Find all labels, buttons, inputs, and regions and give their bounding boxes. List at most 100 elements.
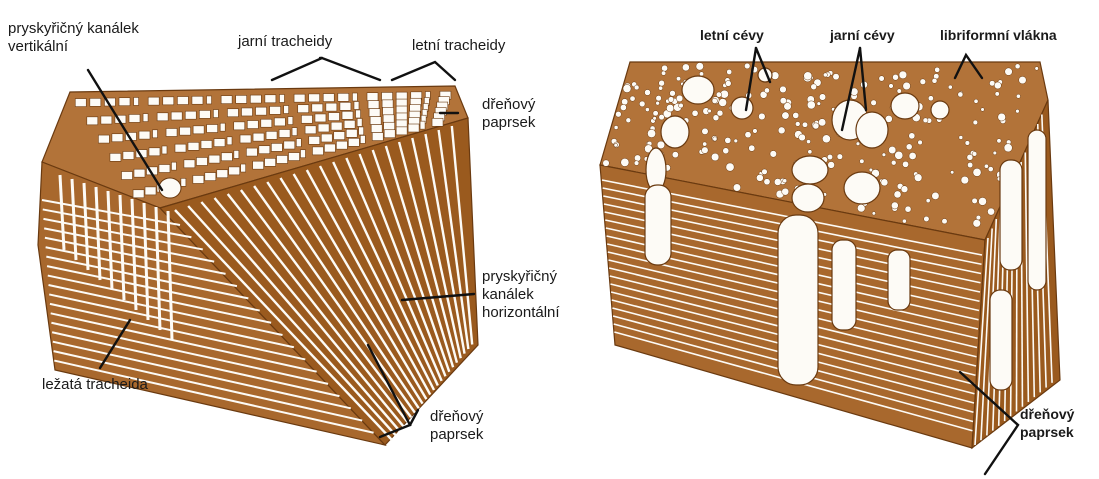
- tracheid-cell: [171, 162, 176, 170]
- tracheid-cell: [279, 94, 284, 102]
- fiber-pore: [817, 102, 821, 106]
- tracheid-cell: [274, 118, 285, 126]
- tracheid-cell: [181, 178, 186, 186]
- fiber-pore: [676, 95, 683, 102]
- tracheid-cell: [326, 103, 337, 111]
- fiber-pore: [818, 119, 825, 126]
- fiber-pore: [891, 160, 896, 165]
- label-earlywood-tracheids: jarní tracheidy: [238, 33, 332, 51]
- tracheid-cell: [157, 113, 168, 121]
- fiber-pore: [621, 158, 629, 166]
- fiber-pore: [959, 136, 963, 140]
- fiber-pore: [828, 161, 835, 168]
- fiber-pore: [725, 81, 731, 87]
- tracheid-cell: [383, 115, 394, 123]
- tracheid-cell: [321, 134, 332, 142]
- tracheid-cell: [270, 106, 281, 114]
- fiber-pore: [932, 78, 937, 83]
- tracheid-cell: [201, 140, 212, 148]
- fiber-pore: [758, 113, 765, 120]
- tracheid-cell: [229, 167, 240, 175]
- tracheid-cell: [256, 107, 267, 115]
- fiber-pore: [676, 76, 680, 80]
- fiber-pore: [974, 99, 978, 103]
- tracheid-cell: [134, 169, 145, 177]
- tracheid-cell: [336, 141, 347, 149]
- tracheid-cell: [148, 97, 159, 105]
- tracheid-cell: [221, 96, 232, 104]
- fiber-pore: [656, 95, 662, 101]
- tracheid-cell: [90, 98, 101, 106]
- fiber-pore: [808, 150, 812, 154]
- tracheid-cell: [166, 128, 177, 136]
- fiber-pore: [634, 85, 639, 90]
- label-latewood-tracheids: letní tracheidy: [412, 37, 505, 55]
- fiber-pore: [1016, 109, 1020, 113]
- fiber-pore: [997, 139, 1001, 143]
- tracheid-cell: [110, 153, 121, 161]
- fiber-pore: [702, 142, 706, 146]
- tracheid-cell: [214, 139, 225, 147]
- vessel: [844, 172, 880, 204]
- fiber-pore: [774, 178, 781, 185]
- tracheid-cell: [207, 125, 218, 133]
- vessel: [792, 184, 824, 212]
- fiber-pore: [719, 99, 727, 107]
- fiber-pore: [926, 198, 930, 202]
- tracheid-cell: [196, 157, 207, 165]
- fiber-pore: [770, 151, 777, 158]
- tracheid-cell: [369, 109, 380, 117]
- tracheid-cell: [159, 164, 170, 172]
- fiber-pore: [795, 122, 800, 127]
- vessel-element: [888, 250, 910, 310]
- fiber-pore: [696, 63, 704, 71]
- fiber-pore: [893, 74, 899, 80]
- tracheid-cell: [372, 133, 383, 141]
- tracheid-cell: [356, 110, 361, 118]
- fiber-pore: [672, 152, 678, 158]
- fiber-pore: [653, 116, 657, 120]
- tracheid-cell: [266, 131, 277, 139]
- tracheid-cell: [250, 95, 261, 103]
- vessel-element: [778, 215, 818, 385]
- tracheid-cell: [384, 122, 395, 130]
- fiber-pore: [802, 122, 807, 127]
- fiber-pore: [733, 184, 741, 192]
- vessel-element: [832, 240, 856, 330]
- fiber-pore: [942, 219, 947, 224]
- vessel: [682, 76, 714, 104]
- fiber-pore: [634, 155, 640, 161]
- fiber-pore: [923, 118, 928, 123]
- tracheid-cell: [101, 116, 112, 124]
- fiber-pore: [1015, 64, 1020, 69]
- fiber-pore: [745, 132, 751, 138]
- vessel-element: [990, 290, 1012, 390]
- fiber-pore: [932, 192, 939, 199]
- fiber-pore: [622, 99, 628, 105]
- tracheid-cell: [175, 144, 186, 152]
- tracheid-cell: [396, 127, 407, 135]
- tracheid-cell: [371, 125, 382, 133]
- leader-latewood-tracheids: [392, 62, 455, 80]
- label-earlywood-vessels: jarní cévy: [830, 26, 895, 44]
- fiber-pore: [950, 170, 954, 174]
- tracheid-cell: [129, 114, 140, 122]
- fiber-pore: [903, 82, 911, 90]
- fiber-pore: [973, 219, 981, 227]
- tracheid-cell: [338, 93, 349, 101]
- tracheid-cell: [234, 122, 245, 130]
- fiber-pore: [727, 69, 732, 74]
- fiber-pore: [1004, 144, 1012, 152]
- fiber-pore: [827, 154, 832, 159]
- fiber-pore: [823, 73, 827, 77]
- fiber-pore: [780, 86, 787, 93]
- fiber-pore: [645, 89, 651, 95]
- tracheid-cell: [98, 135, 109, 143]
- fiber-pore: [782, 112, 789, 119]
- resin-canal-vertical-hole: [159, 178, 181, 198]
- fiber-pore: [807, 101, 815, 109]
- fiber-pore: [967, 154, 973, 160]
- fiber-pore: [920, 79, 926, 85]
- tracheid-cell: [193, 126, 204, 134]
- vessel-element: [1000, 160, 1022, 270]
